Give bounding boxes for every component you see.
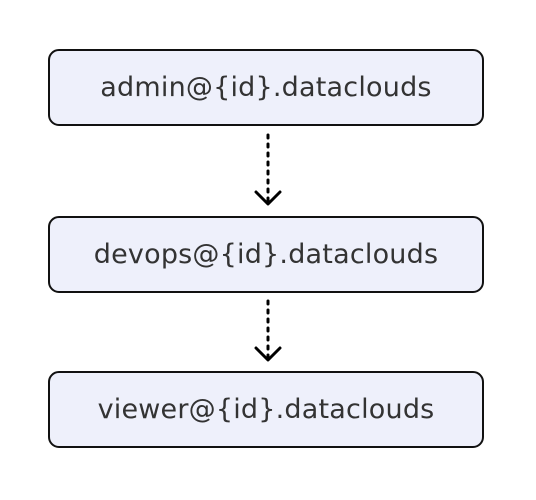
edge-devops-to-viewer — [254, 299, 282, 362]
node-devops-label: devops@{id}.dataclouds — [93, 239, 439, 270]
edge-admin-to-devops — [254, 133, 282, 206]
node-devops: devops@{id}.dataclouds — [48, 216, 484, 293]
node-admin: admin@{id}.dataclouds — [48, 49, 484, 126]
node-viewer-label: viewer@{id}.dataclouds — [97, 394, 435, 425]
node-viewer: viewer@{id}.dataclouds — [48, 371, 484, 448]
node-admin-label: admin@{id}.dataclouds — [100, 72, 432, 103]
arrowhead-icon — [254, 346, 282, 362]
arrowhead-icon — [254, 190, 282, 206]
